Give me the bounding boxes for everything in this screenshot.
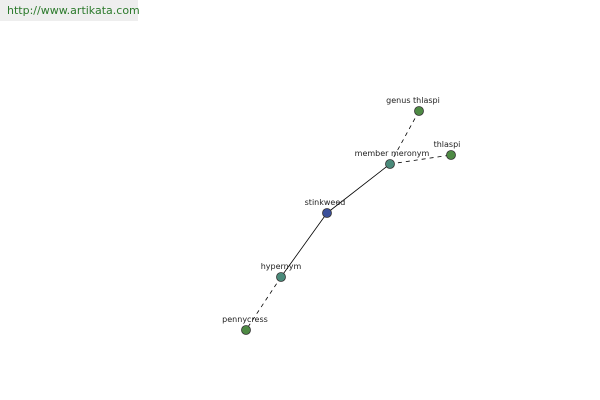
node-pennycress[interactable]: pennycress xyxy=(222,315,268,335)
node-label-pennycress[interactable]: pennycress xyxy=(222,315,268,324)
node-label-thlaspi[interactable]: thlaspi xyxy=(434,140,461,149)
nodes-layer: stinkweed member meronym hypernym genus thl… xyxy=(222,96,460,335)
edge-stinkweed-hypernym xyxy=(280,212,328,278)
node-stinkweed[interactable]: stinkweed xyxy=(305,198,346,218)
node-genus-thlaspi[interactable]: genus thlaspi xyxy=(386,96,440,116)
node-marker-hypernym[interactable] xyxy=(276,272,286,282)
node-label-member-meronym[interactable]: member meronym xyxy=(355,149,430,158)
edge-stinkweed-member-meronym xyxy=(326,163,391,214)
node-marker-member-meronym[interactable] xyxy=(385,159,395,169)
node-marker-pennycress[interactable] xyxy=(241,325,251,335)
node-thlaspi[interactable]: thlaspi xyxy=(434,140,461,160)
node-member-meronym[interactable]: member meronym xyxy=(355,149,430,169)
node-hypernym[interactable]: hypernym xyxy=(261,262,302,282)
node-label-stinkweed[interactable]: stinkweed xyxy=(305,198,346,207)
node-label-hypernym[interactable]: hypernym xyxy=(261,262,302,271)
edges-layer xyxy=(245,110,452,331)
site-banner: http://www.artikata.com xyxy=(0,0,140,21)
site-url-link[interactable]: http://www.artikata.com xyxy=(7,4,140,17)
node-marker-stinkweed[interactable] xyxy=(322,208,332,218)
edge-hypernym-pennycress xyxy=(245,276,282,331)
node-label-genus-thlaspi[interactable]: genus thlaspi xyxy=(386,96,440,105)
node-marker-genus-thlaspi[interactable] xyxy=(414,106,424,116)
edge-member-meronym-genus-thlaspi xyxy=(389,110,420,165)
node-marker-thlaspi[interactable] xyxy=(446,150,456,160)
edge-member-meronym-thlaspi xyxy=(389,154,452,165)
